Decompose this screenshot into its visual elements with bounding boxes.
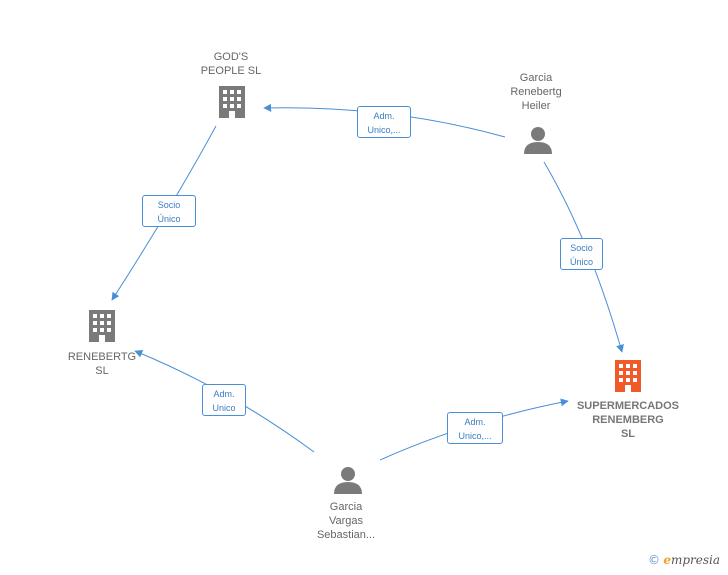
edge-label-line: Unico,... bbox=[367, 125, 401, 135]
node-name-line: Vargas bbox=[328, 515, 364, 527]
edge-label-adm-unico[interactable]: Adm. Unico,... bbox=[357, 106, 411, 138]
node-label-gods-people[interactable]: GOD'S PEOPLE SL bbox=[166, 50, 296, 78]
building-icon[interactable] bbox=[89, 310, 115, 342]
edge-label-socio-unico[interactable]: Socio Único bbox=[142, 195, 196, 227]
node-name-line: PEOPLE SL bbox=[200, 65, 262, 77]
person-icon[interactable] bbox=[334, 467, 362, 494]
brand-name: mpresia bbox=[670, 553, 721, 567]
node-name-line: Heiler bbox=[521, 100, 551, 112]
node-name-line: RENEBERTG bbox=[67, 351, 137, 363]
copyright-icon: © bbox=[648, 553, 660, 567]
edge-label-line: Socio bbox=[157, 200, 181, 210]
node-name-line: Garcia bbox=[519, 72, 553, 84]
edge-label-line: Adm. bbox=[213, 389, 235, 399]
footer-brand: © empresia bbox=[648, 553, 720, 567]
brand-initial: e bbox=[663, 553, 671, 567]
node-name-line: Garcia bbox=[329, 501, 363, 513]
edge-label-line: Unico,... bbox=[458, 431, 492, 441]
person-icon[interactable] bbox=[524, 127, 552, 154]
brand-logo: empresia bbox=[663, 553, 720, 567]
edge-label-adm-unico[interactable]: Adm. Unico bbox=[202, 384, 246, 416]
node-name-line: SL bbox=[620, 428, 636, 440]
node-name-line: SUPERMERCADOS bbox=[576, 400, 680, 412]
edge-label-adm-unico[interactable]: Adm. Unico,... bbox=[447, 412, 503, 444]
node-name-line: SL bbox=[95, 365, 109, 377]
edge-label-line: Único bbox=[569, 257, 593, 267]
edge-label-line: Socio bbox=[570, 243, 593, 253]
node-label-garcia-renebertg-heiler[interactable]: Garcia Renebertg Heiler bbox=[471, 71, 601, 113]
node-name-line: GOD'S bbox=[213, 51, 249, 63]
edge-label-line: Adm. bbox=[373, 111, 395, 121]
node-name-line: Sebastian... bbox=[316, 529, 376, 541]
node-label-garcia-vargas-sebastian[interactable]: Garcia Vargas Sebastian... bbox=[281, 500, 411, 542]
node-label-supermercados-renemberg[interactable]: SUPERMERCADOS RENEMBERG SL bbox=[563, 399, 693, 441]
edge-label-socio-unico[interactable]: Socio Único bbox=[560, 238, 603, 270]
building-icon-main[interactable] bbox=[615, 360, 641, 392]
node-label-renebertg[interactable]: RENEBERTG SL bbox=[37, 350, 167, 378]
node-name-line: Renebertg bbox=[510, 86, 562, 98]
building-icon[interactable] bbox=[219, 86, 245, 118]
edge-label-line: Adm. bbox=[464, 417, 486, 427]
edge-label-line: Unico bbox=[212, 403, 236, 413]
node-name-line: RENEMBERG bbox=[592, 414, 664, 426]
edge-label-line: Único bbox=[157, 214, 181, 224]
